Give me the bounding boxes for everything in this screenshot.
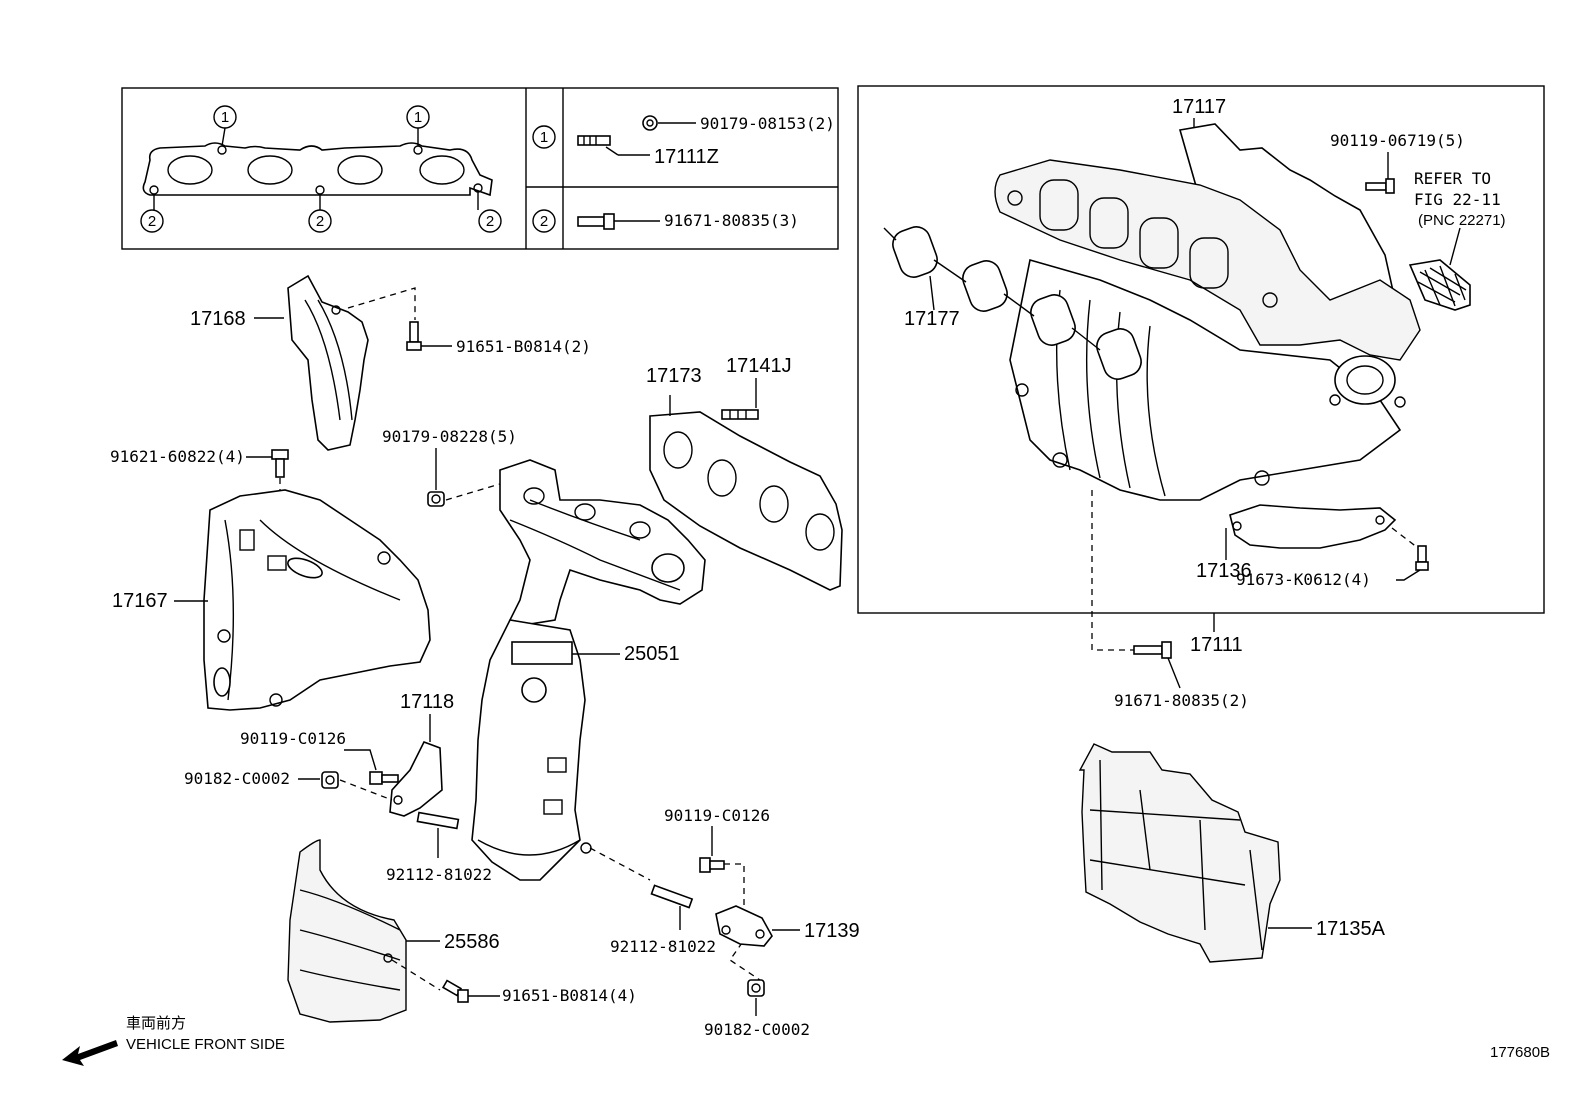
gasket-17173 bbox=[649, 411, 843, 591]
exhaust-manifold-converter-25051 bbox=[471, 459, 706, 881]
label-91621-60822: 91621-60822(4) bbox=[110, 447, 245, 466]
label-17111z: 17111Z bbox=[654, 146, 719, 168]
svg-text:1: 1 bbox=[414, 109, 422, 126]
label-90182-c0002-left: 90182-C0002 bbox=[184, 769, 290, 788]
bolt-91651-upper-icon bbox=[406, 321, 422, 351]
label-90119-c0126-left: 90119-C0126 bbox=[240, 729, 346, 748]
bolt-icon bbox=[577, 213, 615, 230]
label-91651-b0814-4: 91651-B0814(4) bbox=[502, 986, 637, 1005]
legend-row-1-marker: 1 bbox=[532, 125, 556, 149]
insulator-17167 bbox=[203, 489, 431, 711]
label-90182-c0002-right: 90182-C0002 bbox=[704, 1020, 810, 1039]
filter-screen-icon bbox=[1408, 259, 1471, 311]
label-92112-81022-left: 92112-81022 bbox=[386, 865, 492, 884]
refer-line-2: FIG 22-11 bbox=[1414, 190, 1501, 209]
label-17135a: 17135A bbox=[1316, 918, 1386, 940]
marker-1-right: 1 bbox=[406, 105, 430, 129]
bracket-17139 bbox=[715, 905, 773, 947]
heat-shield-17135a bbox=[1078, 743, 1281, 963]
label-17173: 17173 bbox=[646, 365, 702, 387]
stay-17118 bbox=[389, 740, 443, 817]
label-17177: 17177 bbox=[904, 308, 960, 330]
inset-legend: 1 1 2 2 2 1 bbox=[121, 87, 839, 250]
label-17118: 17118 bbox=[400, 691, 454, 713]
label-92112-81022-right: 92112-81022 bbox=[610, 937, 716, 956]
label-25586: 25586 bbox=[444, 931, 500, 953]
bolt-91671-80835-2-icon bbox=[1133, 641, 1172, 659]
intake-gasket-17177 bbox=[883, 226, 1142, 380]
nut-90182-right-icon bbox=[747, 979, 765, 997]
nut-90182-left-icon bbox=[321, 771, 339, 789]
legend-row-2-marker: 2 bbox=[532, 209, 556, 233]
label-91673-k0612: 91673-K0612(4) bbox=[1236, 570, 1371, 589]
label-17167: 17167 bbox=[112, 590, 168, 612]
label-25051: 25051 bbox=[624, 643, 680, 665]
svg-text:2: 2 bbox=[316, 213, 324, 230]
bolt-91673-icon bbox=[1415, 545, 1429, 571]
nut-90179-08228-icon bbox=[427, 491, 445, 507]
label-17117: 17117 bbox=[1172, 96, 1226, 118]
bolt-91651-lower-icon bbox=[441, 979, 469, 1003]
direction-jp: 車両前方 bbox=[126, 1015, 186, 1032]
svg-text:1: 1 bbox=[221, 109, 229, 126]
label-17141j: 17141J bbox=[726, 355, 792, 377]
label-90119-c0126-right: 90119-C0126 bbox=[664, 806, 770, 825]
svg-text:2: 2 bbox=[148, 213, 156, 230]
label-91671-80835-2: 91671-80835(2) bbox=[1114, 691, 1249, 710]
label-90119-06719: 90119-06719(5) bbox=[1330, 131, 1465, 150]
insulator-17168 bbox=[287, 274, 369, 451]
marker-1-left: 1 bbox=[213, 105, 237, 129]
label-17136: 17136 bbox=[1196, 560, 1252, 582]
svg-text:2: 2 bbox=[486, 213, 494, 230]
label-17168: 17168 bbox=[190, 308, 246, 330]
insulator-25586 bbox=[287, 839, 407, 1023]
bolt-91621-icon bbox=[271, 449, 289, 478]
refer-line-3: (PNC 22271) bbox=[1418, 212, 1506, 229]
diagram-id: 177680B bbox=[1490, 1044, 1550, 1061]
stud-icon bbox=[577, 135, 611, 146]
svg-text:2: 2 bbox=[540, 213, 548, 230]
label-17139: 17139 bbox=[804, 920, 860, 942]
marker-2-c: 2 bbox=[478, 209, 502, 233]
nut-icon bbox=[642, 115, 658, 131]
bolt-90119-06719-icon bbox=[1365, 178, 1395, 194]
svg-text:1: 1 bbox=[540, 129, 548, 146]
label-17111: 17111 bbox=[1190, 634, 1243, 656]
intake-manifold-panel: 17117 bbox=[857, 85, 1545, 632]
stud-92112-left-icon bbox=[416, 811, 460, 830]
marker-2-a: 2 bbox=[140, 209, 164, 233]
label-90179-08153: 90179-08153(2) bbox=[700, 114, 835, 133]
label-91651-b0814-2: 91651-B0814(2) bbox=[456, 337, 591, 356]
marker-2-b: 2 bbox=[308, 209, 332, 233]
vehicle-front-arrow-icon bbox=[62, 1040, 118, 1066]
label-91671-80835-3: 91671-80835(3) bbox=[664, 211, 799, 230]
label-90179-08228: 90179-08228(5) bbox=[382, 427, 517, 446]
bolt-90119-left-icon bbox=[369, 771, 399, 785]
refer-line-1: REFER TO bbox=[1414, 169, 1491, 188]
bolt-90119-right-icon bbox=[699, 857, 725, 873]
bracket-17136 bbox=[1229, 504, 1397, 549]
stud-17141j-icon bbox=[721, 409, 759, 420]
manifold-gasket-drawing bbox=[142, 127, 493, 210]
stud-92112-right-icon bbox=[650, 884, 694, 909]
direction-en: VEHICLE FRONT SIDE bbox=[126, 1036, 285, 1053]
